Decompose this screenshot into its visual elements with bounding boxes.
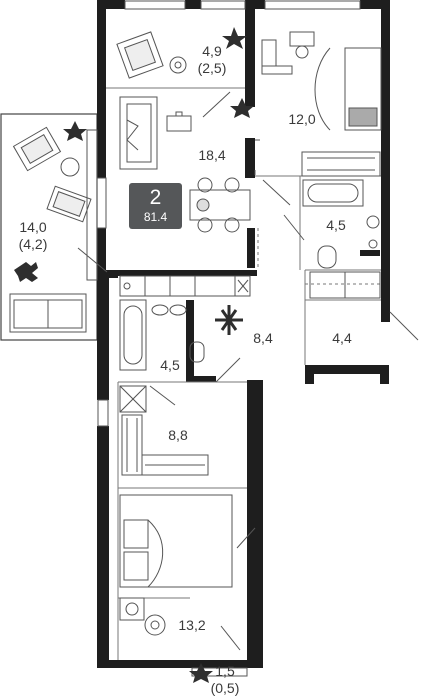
room-label-living-kitchen: 18,4 xyxy=(198,147,226,163)
walls xyxy=(97,0,390,668)
storage-closet xyxy=(309,271,381,299)
room-label-bathroom-right: 4,5 xyxy=(326,217,346,233)
room-label-balcony-bottom: 1,5 (0,5) xyxy=(210,663,240,696)
apartment-badge: 2 81.4 xyxy=(129,183,182,229)
windows xyxy=(96,0,361,677)
room-label-wardrobe: 8,8 xyxy=(168,427,188,443)
hall-plant-icon xyxy=(215,305,243,335)
kitchen-counter xyxy=(119,275,251,297)
room-label-bathroom-left: 4,5 xyxy=(160,357,180,373)
terrace-furniture xyxy=(9,126,98,333)
wardrobe-upper xyxy=(301,151,381,177)
total-area: 81.4 xyxy=(143,210,168,224)
room-label-balcony-top: 4,9 (2,5) xyxy=(197,43,227,76)
room-count: 2 xyxy=(149,186,162,209)
door-swings xyxy=(77,91,419,651)
bathtub-left xyxy=(119,299,205,371)
bathtub-right xyxy=(302,179,380,269)
bed-upper xyxy=(254,47,382,175)
dining-table xyxy=(189,177,251,233)
balcony-chair xyxy=(116,31,187,79)
wardrobe-shelves xyxy=(119,385,209,476)
room-label-storage: 4,4 xyxy=(332,330,352,346)
plant-icon xyxy=(14,27,254,683)
room-label-bedroom-top: 12,0 xyxy=(288,111,316,127)
study-desk xyxy=(261,31,315,75)
sofa xyxy=(119,96,260,170)
bed-lower xyxy=(119,494,233,636)
room-label-terrace: 14,0 (4,2) xyxy=(18,219,48,252)
room-label-hall: 8,4 xyxy=(253,330,273,346)
room-label-bedroom-bottom: 13,2 xyxy=(178,617,206,633)
